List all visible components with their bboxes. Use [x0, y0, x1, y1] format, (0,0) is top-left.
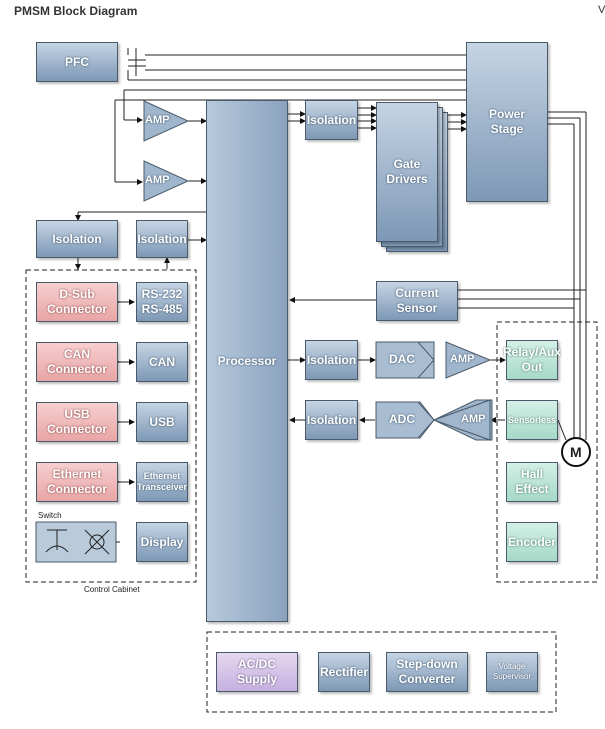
can-connector-block: CAN Connector	[36, 342, 118, 382]
sensorless-block: Sensorless	[506, 400, 558, 440]
amp-triangle	[143, 100, 190, 142]
dac-label: DAC	[389, 352, 415, 366]
hall-effect-block: Hall Effect	[506, 462, 558, 502]
stepdown-converter-block: Step-down Converter	[386, 652, 468, 692]
pfc-block: PFC	[36, 42, 118, 82]
amp-in-label: AMP	[461, 413, 486, 425]
switch-label: Switch	[38, 511, 62, 520]
display-block: Display	[136, 522, 188, 562]
amp-triangle	[143, 160, 190, 202]
usb-connector-block: USB Connector	[36, 402, 118, 442]
amp1-label: AMP	[145, 114, 170, 126]
ethernet-connector-block: Ethernet Connector	[36, 462, 118, 502]
amp2-label: AMP	[145, 174, 170, 186]
processor-block: Processor	[206, 100, 288, 622]
adc-label: ADC	[389, 412, 415, 426]
rs232-block: RS-232 RS-485	[136, 282, 188, 322]
isolation-right-block: Isolation	[136, 220, 188, 258]
isolation-dac-block: Isolation	[305, 340, 358, 380]
diagram-title: PMSM Block Diagram	[14, 4, 138, 18]
usb-block: USB	[136, 402, 188, 442]
power-stage-block: Power Stage	[466, 42, 548, 202]
relay-aux-block: Relay/Aux Out	[503, 340, 561, 380]
can-block: CAN	[136, 342, 188, 382]
gate-drivers-block: Gate Drivers	[376, 102, 438, 242]
voltage-supervisor-block: Voltage Supervisor	[486, 652, 538, 692]
acdc-supply-block: AC/DC Supply	[216, 652, 298, 692]
isolation-top-block: Isolation	[305, 100, 358, 140]
encoder-block: Encoder	[506, 522, 558, 562]
control-cabinet-label: Control Cabinet	[84, 585, 140, 594]
isolation-left-block: Isolation	[36, 220, 118, 258]
isolation-adc-block: Isolation	[305, 400, 358, 440]
rectifier-block: Rectifier	[318, 652, 370, 692]
amp-out-label: AMP	[450, 353, 475, 365]
corner-mark: V	[598, 4, 605, 16]
ethernet-transceiver-block: Ethernet Transceiver	[136, 462, 188, 502]
current-sensor-block: Current Sensor	[376, 281, 458, 321]
motor-circle	[561, 437, 591, 467]
dsub-connector-block: D-Sub Connector	[36, 282, 118, 322]
motor-label: M	[570, 444, 582, 460]
